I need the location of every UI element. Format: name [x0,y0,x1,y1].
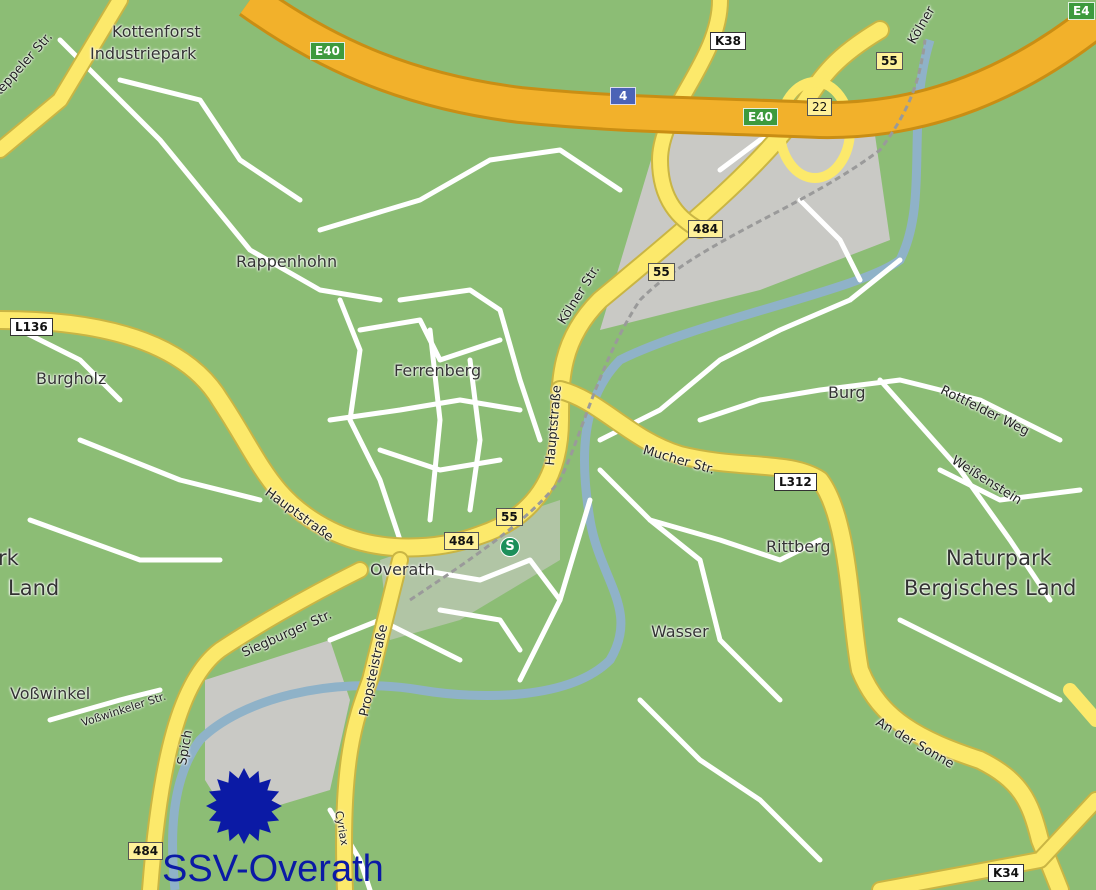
shield-55-top: 55 [876,52,903,70]
sbahn-station-icon[interactable]: S [500,537,520,557]
place-kottenforst: Kottenforst [112,22,201,41]
place-vosswinkel: Voßwinkel [10,684,91,703]
minor-roads [17,37,1083,890]
place-edge-rk: rk [0,546,19,570]
club-marker [206,768,282,844]
place-rappenhohn: Rappenhohn [236,252,338,271]
shield-a4: 4 [610,87,637,105]
shield-484-town: 484 [444,532,480,550]
place-burgholz: Burgholz [36,369,107,388]
place-rittberg: Rittberg [766,537,831,556]
place-industriepark: Industriepark [90,44,197,63]
shield-l136: L136 [10,318,53,336]
shield-55-town: 55 [496,508,523,526]
shield-k38: K38 [710,32,746,50]
place-edge-land: Land [8,576,60,600]
place-bergisches-land: Bergisches Land [904,576,1077,600]
railway [409,39,927,602]
shield-l312: L312 [774,473,817,491]
place-burg: Burg [828,383,866,402]
shield-55-mid: 55 [648,263,675,281]
shield-k34: K34 [988,864,1024,882]
motorway-fill [240,0,1096,137]
place-overath: Overath [370,560,435,579]
shield-484-south: 484 [128,842,164,860]
shield-484-north: 484 [688,220,724,238]
place-ferrenberg: Ferrenberg [394,361,482,380]
place-wasser: Wasser [651,622,709,641]
place-naturpark: Naturpark [946,546,1052,570]
shield-e40-east: E40 [743,108,778,126]
club-label[interactable]: SSV-Overath [162,848,384,890]
shield-e40-west: E40 [310,42,345,60]
town-area [380,500,560,640]
shield-e4-edge: E4 [1068,2,1095,20]
shield-exit-22: 22 [807,98,833,116]
